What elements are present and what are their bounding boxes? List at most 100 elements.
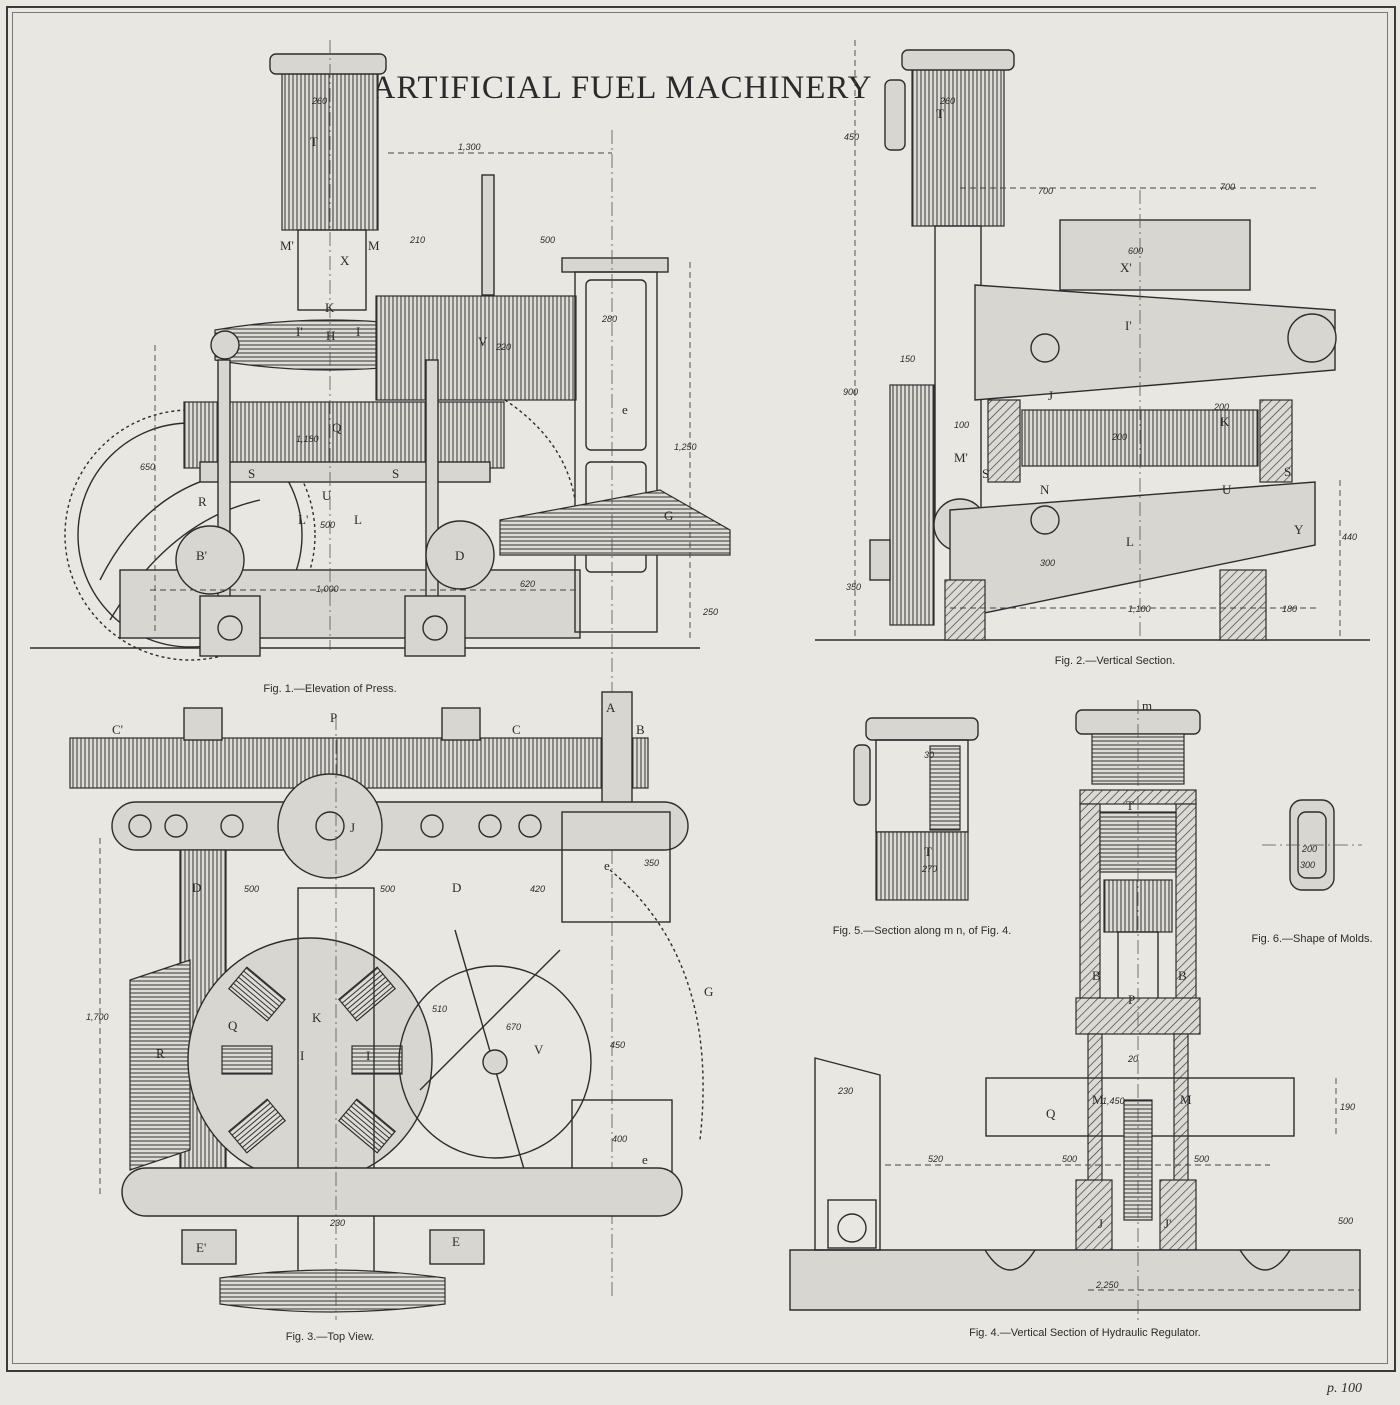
- fig1-dimensions: 260 1,300 210 500 220 280 1,180 1,250 50…: [140, 96, 718, 617]
- fig1-letter-15: L': [298, 512, 308, 527]
- fig3-letter-17: E: [452, 1234, 460, 1249]
- fig2-dim-3: 700: [1220, 182, 1235, 192]
- fig3-dimensions: 500 500 420 350 1,700 510 670 450 400 23…: [86, 858, 659, 1228]
- fig2-dimensions: 260 450 700 700 600 150 100 900 200 200 …: [843, 96, 1357, 614]
- fig2-shaft-end: [869, 539, 891, 581]
- fig2-dim-10: 350: [846, 582, 861, 592]
- fig4-dim-3: 500: [1062, 1154, 1077, 1164]
- fig2-dim-12: 1,100: [1128, 604, 1151, 614]
- fig2-dim-7: 900: [843, 387, 858, 397]
- fig2-dim-13: 180: [1282, 604, 1297, 614]
- fig1-ram-guide: [297, 229, 367, 311]
- fig3-mould-slot-6: [338, 1098, 396, 1154]
- fig1-letter-10: S: [248, 466, 255, 481]
- inner-border: [12, 12, 1388, 1364]
- fig3-letter-18: P: [330, 710, 337, 725]
- fig1-letter-6: I: [356, 324, 360, 339]
- fig3-bolt-1: [128, 814, 152, 838]
- figure-2-vertical-section: 260 450 700 700 600 150 100 900 200 200 …: [815, 40, 1370, 667]
- fig2-gear-stack: [889, 384, 935, 626]
- fig2-part-letters: T X' I' J K S S M' N U L Y: [936, 106, 1304, 549]
- fig5-cylinder-T: [875, 831, 969, 901]
- fig1-bevel-gear-G: [499, 489, 731, 556]
- fig1-dim-5: 280: [601, 314, 617, 324]
- fig2-letter-2: I': [1125, 318, 1132, 333]
- fig5-gauge: [853, 744, 871, 806]
- fig2-dim-2: 700: [1038, 186, 1053, 196]
- fig3-letter-2: A: [606, 700, 616, 715]
- fig4-base-block-right: [1159, 1179, 1197, 1251]
- outer-border: [6, 6, 1396, 1372]
- fig2-dim-8: 200: [1111, 432, 1127, 442]
- fig2-dim-9: 200: [1213, 402, 1229, 412]
- fig1-cylinder-cap: [269, 53, 387, 75]
- fig3-dim-2: 420: [530, 884, 545, 894]
- fig1-bearing-right: [404, 595, 466, 657]
- fig2-letter-7: M': [954, 450, 968, 465]
- fig3-shaft-right-top: [441, 707, 481, 741]
- fig1-letter-16: L: [354, 512, 362, 527]
- fig3-dim-3: 350: [644, 858, 659, 868]
- fig3-bolt-3: [220, 814, 244, 838]
- fig2-letter-6: S: [1284, 464, 1291, 479]
- fig4-side-column: [814, 1057, 881, 1251]
- fig3-eccentric-E-left: [181, 1229, 237, 1265]
- fig1-letter-1: M': [280, 238, 294, 253]
- fig3-dim-5: 510: [432, 1004, 447, 1014]
- page-number: p. 100: [1326, 1381, 1362, 1396]
- fig3-bolt-4: [420, 814, 444, 838]
- fig1-letter-13: B': [196, 548, 207, 563]
- fig1-letter-7: H: [326, 328, 335, 343]
- fig3-letter-16: E': [196, 1240, 206, 1255]
- fig4-dim-6: 2,250: [1095, 1280, 1119, 1290]
- fig1-upright-rod: [481, 174, 495, 296]
- fig5-letter-0: T: [924, 844, 932, 859]
- fig2-letter-1: X': [1120, 260, 1132, 275]
- fig3-drum-V: [398, 965, 592, 1159]
- fig2-foot-left: [944, 579, 986, 641]
- fig2-foot-right: [1219, 569, 1267, 641]
- fig3-pulley-hub: [315, 811, 345, 841]
- fig1-table-rim: [199, 461, 491, 483]
- fig4-letter-3: B: [1178, 968, 1187, 983]
- fig1-dim-4: 220: [495, 342, 511, 352]
- fig2-letter-4: K: [1220, 414, 1230, 429]
- fig1-column-e: [574, 271, 658, 633]
- figure-3-top-view: 500 500 420 350 1,700 510 670 450 400 23…: [69, 691, 713, 1343]
- fig3-caption: Fig. 3.—Top View.: [286, 1331, 374, 1343]
- fig3-letter-9: Q: [228, 1018, 238, 1033]
- figure-5-section-along-m-n: 30 T 270 Fig. 5.—Section along m n, of F…: [833, 717, 1011, 937]
- fig3-mould-slot-4: [351, 1045, 403, 1075]
- fig3-letter-13: I: [366, 1048, 370, 1063]
- fig5-dim-1: 270: [921, 864, 937, 874]
- fig2-letter-11: Y: [1294, 522, 1304, 537]
- fig3-dim-7: 450: [610, 1040, 625, 1050]
- fig2-letter-3: J: [1048, 388, 1053, 403]
- fig3-letter-12: I: [300, 1048, 304, 1063]
- fig3-mould-slot-3: [228, 1098, 286, 1154]
- fig1-part-letters: T M' M X K I' I H V Q S S R B' U L' L D …: [196, 134, 673, 563]
- fig1-eccentric-left: [175, 525, 245, 595]
- fig1-crosshead-pin-left: [210, 330, 240, 360]
- fig3-shaft-A-B: [601, 691, 633, 813]
- fig1-dim-8: 500: [320, 520, 335, 530]
- fig3-letter-5: D: [192, 880, 201, 895]
- fig4-letter-4: P: [1128, 992, 1135, 1007]
- fig1-letter-18: e: [622, 402, 628, 417]
- fig4-caption: Fig. 4.—Vertical Section of Hydraulic Re…: [969, 1327, 1201, 1339]
- fig3-letter-7: e: [604, 858, 610, 873]
- fig2-lever-pin: [1030, 333, 1060, 363]
- fig3-letter-6: D: [452, 880, 461, 895]
- fig4-dim-5: 190: [1340, 1102, 1355, 1112]
- figure-1-elevation-of-press: 260 1,300 210 500 220 280 1,180 1,250 50…: [30, 40, 731, 1300]
- fig4-base-block-left: [1075, 1179, 1113, 1251]
- fig3-letter-8: G: [704, 984, 713, 999]
- fig2-lever-fulcrum: [1287, 313, 1337, 363]
- fig5-spring: [929, 745, 961, 831]
- fig1-dim-2: 210: [409, 235, 425, 245]
- fig3-letter-4: J: [350, 820, 355, 835]
- fig3-upper-frame: [111, 801, 689, 851]
- fig4-letter-9: J': [1164, 1216, 1171, 1231]
- fig3-bolt-5: [478, 814, 502, 838]
- fig1-letter-3: X: [340, 253, 350, 268]
